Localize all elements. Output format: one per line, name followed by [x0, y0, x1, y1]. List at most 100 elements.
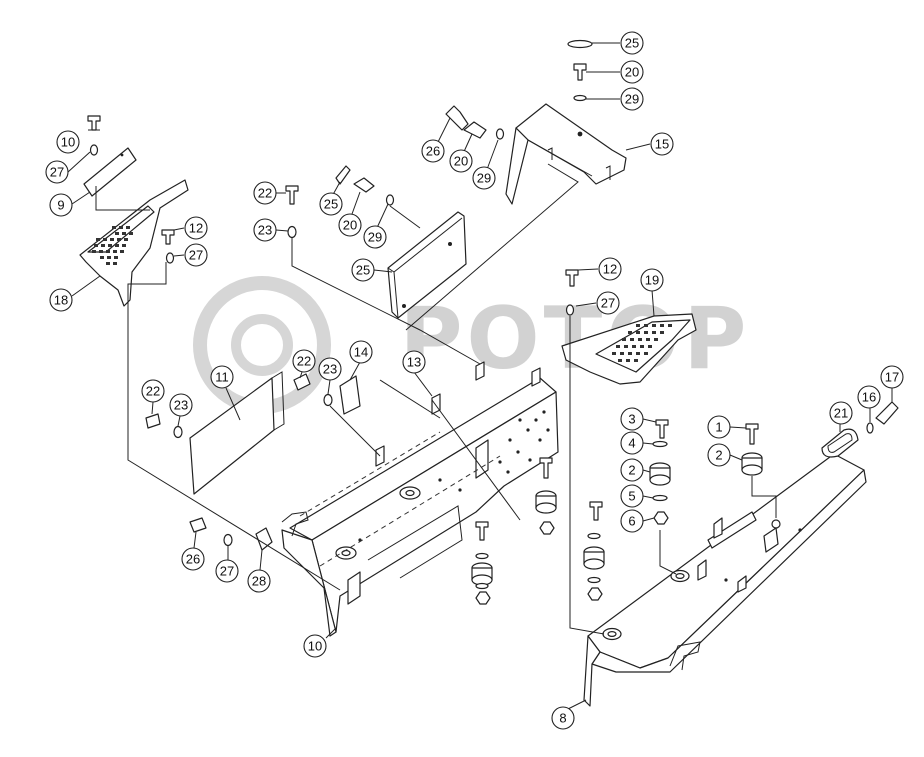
callout-7: 9: [49, 191, 91, 217]
svg-text:23: 23: [323, 362, 337, 377]
watermark-text: РОТОР: [400, 289, 751, 389]
svg-text:23: 23: [258, 223, 272, 238]
callout-20-center: 20: [449, 133, 473, 173]
svg-text:29: 29: [625, 92, 639, 107]
callout-27-mid-left: 27: [173, 243, 208, 267]
svg-text:12: 12: [603, 262, 617, 277]
callout-22-mid: 22: [292, 349, 316, 379]
svg-text:13: 13: [407, 355, 421, 370]
lifting-ring: [821, 428, 859, 458]
svg-text:5: 5: [628, 489, 635, 504]
callout-3: 3: [620, 407, 657, 431]
callout-5: 5: [620, 484, 654, 508]
callout-14: 14: [349, 340, 373, 381]
callout-2-right: 2: [707, 443, 743, 467]
svg-text:20: 20: [343, 218, 357, 233]
callout-1: 1: [707, 415, 747, 439]
callout-12-left: 12: [173, 216, 208, 240]
callout-21: 21: [829, 401, 853, 432]
svg-text:10: 10: [61, 135, 75, 150]
callout-17: 15: [625, 132, 674, 156]
svg-text:19: 19: [645, 273, 659, 288]
callout-29-top: 29: [586, 87, 644, 111]
svg-text:9: 9: [57, 198, 64, 213]
cover-panel: [387, 211, 467, 319]
callout-23-top: 23: [253, 218, 289, 242]
svg-text:10: 10: [308, 639, 322, 654]
callouts: 25 20 29 15 10 27 9 18 12 27 22 23 25 20…: [45, 31, 904, 730]
svg-text:27: 27: [601, 296, 615, 311]
svg-text:12: 12: [189, 221, 203, 236]
callout-15: 16: [857, 385, 881, 422]
callout-9: 8: [551, 699, 587, 730]
right-frame: [583, 453, 867, 707]
svg-text:15: 15: [655, 137, 669, 152]
callout-19: 19: [640, 268, 664, 317]
callout-25-mid: 25: [319, 181, 343, 216]
svg-text:4: 4: [628, 436, 635, 451]
svg-text:22: 22: [297, 354, 311, 369]
step-grip-pattern: [92, 226, 133, 265]
main-frame: [281, 361, 559, 637]
callout-27-low: 27: [215, 546, 239, 583]
svg-text:25: 25: [625, 36, 639, 51]
svg-text:27: 27: [189, 248, 203, 263]
callout-16: 17: [880, 365, 904, 402]
callout-23-low: 23: [169, 393, 193, 427]
callout-29-mid: 29: [363, 203, 389, 249]
svg-text:29: 29: [368, 230, 382, 245]
callout-24: 25: [351, 258, 393, 282]
callout-23-mid: 23: [318, 357, 342, 395]
assembly-lines: [95, 163, 777, 635]
svg-text:8: 8: [559, 711, 566, 726]
svg-text:22: 22: [146, 384, 160, 399]
svg-text:2: 2: [715, 448, 722, 463]
callout-27-right: 27: [575, 291, 620, 315]
svg-text:23: 23: [174, 398, 188, 413]
svg-text:21: 21: [834, 406, 848, 421]
svg-text:18: 18: [54, 293, 68, 308]
callout-18: 18: [49, 275, 101, 312]
callout-20-top: 20: [586, 60, 644, 84]
callout-25-center: 26: [421, 117, 451, 163]
callout-6: 6: [620, 509, 655, 533]
svg-text:26: 26: [426, 144, 440, 159]
svg-text:11: 11: [215, 370, 229, 385]
callout-27-left: 27: [45, 151, 91, 184]
callout-29-center: 29: [472, 139, 499, 190]
callout-8: 10: [56, 129, 100, 154]
callout-4: 4: [620, 431, 654, 455]
callout-2-left: 2: [620, 458, 651, 482]
callout-22-top: 22: [253, 181, 286, 205]
callout-10: 10: [303, 627, 337, 658]
callout-25-top: 25: [592, 31, 644, 55]
svg-text:17: 17: [885, 370, 899, 385]
frame-holes: [358, 410, 550, 542]
svg-text:27: 27: [50, 165, 64, 180]
bolt-16: [875, 401, 899, 425]
svg-text:16: 16: [862, 390, 876, 405]
svg-text:1: 1: [715, 420, 722, 435]
svg-text:25: 25: [356, 263, 370, 278]
svg-text:22: 22: [258, 186, 272, 201]
callout-26: 26: [181, 531, 205, 571]
callout-13: 13: [402, 350, 433, 397]
svg-text:27: 27: [220, 564, 234, 579]
svg-text:3: 3: [628, 412, 635, 427]
right-step: [561, 313, 697, 385]
hardware-set: [145, 39, 763, 605]
small-plate: [339, 375, 361, 415]
callout-20-mid: 20: [338, 191, 362, 237]
svg-text:14: 14: [354, 345, 368, 360]
washer-15: [866, 422, 874, 434]
svg-text:28: 28: [252, 574, 266, 589]
callout-12-right: 12: [577, 257, 622, 281]
svg-text:25: 25: [324, 197, 338, 212]
svg-text:20: 20: [454, 154, 468, 169]
svg-text:2: 2: [628, 463, 635, 478]
svg-text:20: 20: [625, 65, 639, 80]
top-cover: [505, 103, 627, 205]
svg-text:6: 6: [628, 514, 635, 529]
callout-22-low: 22: [141, 379, 165, 415]
